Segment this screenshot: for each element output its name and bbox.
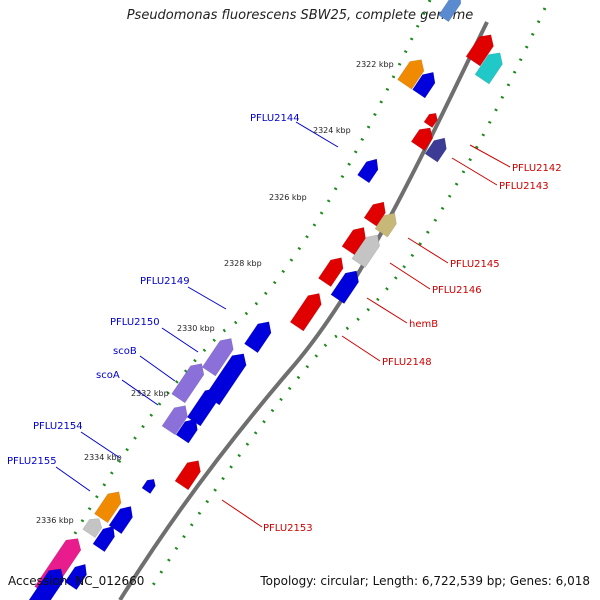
gene-features <box>27 0 507 600</box>
gene-feature[interactable] <box>92 522 119 553</box>
gene-feature[interactable] <box>438 0 466 23</box>
leader-line <box>407 237 449 264</box>
gene-label-pflu2142[interactable]: PFLU2142 <box>512 163 562 174</box>
leader-line <box>389 262 431 290</box>
label-leaders <box>55 121 511 528</box>
leader-line <box>121 379 159 406</box>
gene-feature[interactable] <box>175 415 202 444</box>
scale-label: 2324 kbp <box>313 126 351 135</box>
gene-feature[interactable] <box>141 476 158 494</box>
gene-label-pflu2148[interactable]: PFLU2148 <box>382 357 432 368</box>
gene-feature[interactable] <box>465 30 498 67</box>
gene-feature[interactable] <box>82 514 106 539</box>
gene-labels[interactable]: PFLU2142 PFLU2143 PFLU2144 PFLU2145 PFLU… <box>7 113 562 534</box>
gene-label-pflu2145[interactable]: PFLU2145 <box>450 259 500 270</box>
map-title: Pseudomonas fluorescens SBW25, complete … <box>126 8 474 23</box>
gene-feature[interactable] <box>474 48 507 85</box>
leader-line <box>451 157 498 186</box>
gene-feature[interactable] <box>412 68 440 99</box>
scale-label: 2328 kbp <box>224 259 262 268</box>
gene-feature[interactable] <box>27 564 69 600</box>
leader-line <box>80 431 121 459</box>
gene-label-pflu2143[interactable]: PFLU2143 <box>499 181 549 192</box>
gene-label-pflu2144[interactable]: PFLU2144 <box>250 113 300 124</box>
gene-feature[interactable] <box>424 134 451 163</box>
gene-feature[interactable] <box>186 384 223 427</box>
gene-label-pflu2155[interactable]: PFLU2155 <box>7 456 57 467</box>
gene-feature[interactable] <box>318 253 347 287</box>
leader-line <box>366 297 408 324</box>
leader-line <box>295 121 339 148</box>
gene-feature[interactable] <box>351 230 384 268</box>
scale-label: 2334 kbp <box>84 453 122 462</box>
leader-line <box>341 335 381 362</box>
gene-label-pflu2154[interactable]: PFLU2154 <box>33 421 83 432</box>
gene-label-pflu2149[interactable]: PFLU2149 <box>140 276 190 287</box>
leader-line <box>55 466 91 492</box>
accession-text: Accession: NC_012660 <box>8 574 145 588</box>
leader-line <box>469 144 511 168</box>
gene-label-pflu2146[interactable]: PFLU2146 <box>432 285 482 296</box>
inner-tick-track <box>58 0 432 561</box>
gene-feature[interactable] <box>244 317 275 354</box>
gene-feature[interactable] <box>357 155 382 184</box>
leader-line <box>187 286 227 310</box>
genome-summary-text: Topology: circular; Length: 6,722,539 bp… <box>260 574 590 588</box>
leader-line <box>161 327 199 353</box>
gene-feature[interactable] <box>341 223 370 256</box>
gene-feature[interactable] <box>289 289 326 332</box>
gene-feature[interactable] <box>171 359 209 404</box>
gene-label-scoa[interactable]: scoA <box>96 370 120 381</box>
leader-line <box>139 355 176 382</box>
gene-feature[interactable] <box>363 198 390 227</box>
gene-feature[interactable] <box>64 560 91 591</box>
gene-label-pflu2150[interactable]: PFLU2150 <box>110 317 160 328</box>
leader-line <box>221 499 263 528</box>
scale-label: 2330 kbp <box>177 324 215 333</box>
gene-feature[interactable] <box>201 334 238 377</box>
gene-feature[interactable] <box>108 502 137 535</box>
gene-feature[interactable] <box>330 266 363 304</box>
gene-feature[interactable] <box>374 209 401 238</box>
gene-label-scob[interactable]: scoB <box>113 346 137 357</box>
gene-feature[interactable] <box>94 487 125 524</box>
gene-feature[interactable] <box>161 401 192 436</box>
gene-feature[interactable] <box>174 456 205 491</box>
scale-labels: 2322 kbp 2324 kbp 2326 kbp 2328 kbp 2330… <box>36 60 394 525</box>
gene-label-hemb[interactable]: hemB <box>409 319 438 330</box>
gene-feature[interactable] <box>410 123 437 151</box>
scale-label: 2336 kbp <box>36 516 74 525</box>
outer-tick-track <box>148 7 547 591</box>
gene-label-pflu2153[interactable]: PFLU2153 <box>263 523 313 534</box>
scale-label: 2322 kbp <box>356 60 394 69</box>
gene-feature[interactable] <box>423 110 440 128</box>
scale-label: 2326 kbp <box>269 193 307 202</box>
gene-feature[interactable] <box>397 55 429 90</box>
scale-label: 2332 kbp <box>131 389 169 398</box>
